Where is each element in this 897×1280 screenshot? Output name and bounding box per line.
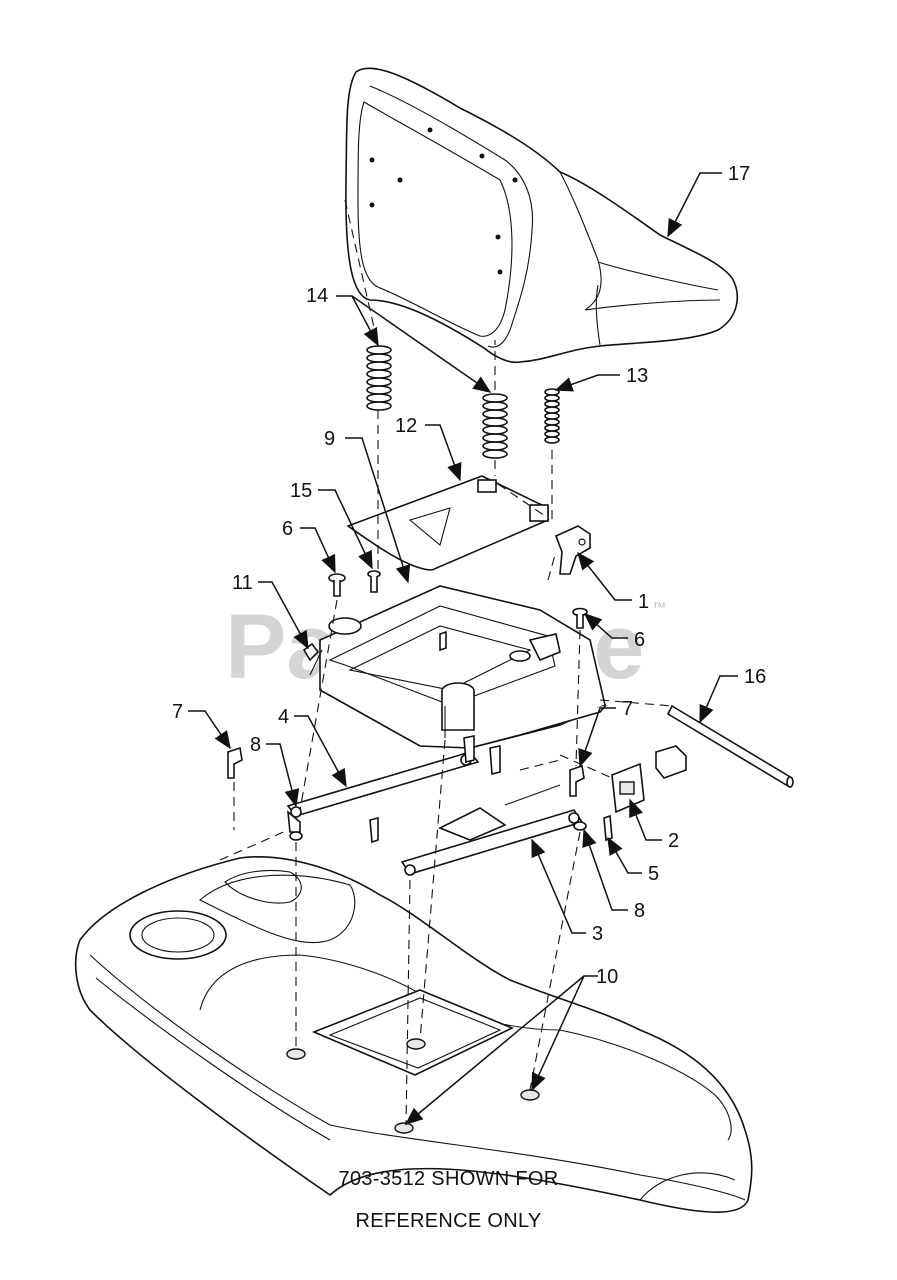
bolt-part-7-left bbox=[227, 746, 243, 779]
bolt-part-7-right bbox=[569, 764, 585, 797]
callout-5: 5 bbox=[648, 863, 659, 885]
slide-rail-part-3 bbox=[400, 784, 584, 876]
bolt-part-15 bbox=[367, 570, 381, 593]
bolt-part-6-right bbox=[572, 607, 588, 629]
reference-note-line-1: 703-3512 SHOWN FOR bbox=[338, 1168, 559, 1190]
callout-4: 4 bbox=[278, 706, 289, 728]
seat-part-17 bbox=[345, 67, 739, 364]
rod-part-16 bbox=[666, 704, 794, 788]
callout-labels: 17 14 13 12 9 15 6 11 1 6 16 7 4 7 8 2 5… bbox=[172, 163, 766, 988]
spring-right-part-14 bbox=[482, 393, 508, 459]
nut-part-8-left bbox=[289, 831, 303, 841]
seat-pan-base bbox=[309, 585, 607, 749]
callout-3: 3 bbox=[592, 923, 603, 945]
pin-part-5 bbox=[603, 814, 613, 842]
callout-10: 10 bbox=[596, 966, 618, 988]
callout-14: 14 bbox=[306, 285, 328, 307]
callout-leaders bbox=[188, 172, 738, 1125]
bolt-part-6-left bbox=[328, 573, 346, 597]
callout-2: 2 bbox=[668, 830, 679, 852]
spring-small-part-13 bbox=[544, 388, 560, 444]
callout-11: 11 bbox=[232, 572, 253, 594]
fender-body bbox=[74, 856, 753, 1213]
callout-16: 16 bbox=[744, 666, 766, 688]
callout-7-left: 7 bbox=[172, 701, 183, 723]
nut-part-8-right bbox=[573, 821, 587, 831]
callout-15: 15 bbox=[290, 480, 312, 502]
assembly-lines bbox=[219, 199, 673, 1126]
bracket-part-1 bbox=[554, 525, 591, 575]
callout-17: 17 bbox=[728, 163, 750, 185]
small-bolts bbox=[369, 630, 501, 844]
slide-rail-part-4 bbox=[286, 751, 480, 833]
callout-7-right: 7 bbox=[622, 698, 633, 720]
switch-part-2 bbox=[611, 745, 687, 814]
callout-6-left: 6 bbox=[282, 518, 293, 540]
callout-8-left: 8 bbox=[250, 734, 261, 756]
callout-6-right: 6 bbox=[634, 629, 645, 651]
callout-13: 13 bbox=[626, 365, 648, 387]
watermark-trademark: ™ bbox=[652, 599, 666, 615]
callout-12: 12 bbox=[395, 415, 417, 437]
spring-left-part-14 bbox=[366, 345, 392, 411]
callout-9: 9 bbox=[324, 428, 335, 450]
reference-note-line-2: REFERENCE ONLY bbox=[355, 1210, 542, 1232]
callout-1: 1 bbox=[638, 591, 649, 613]
callout-8-right: 8 bbox=[634, 900, 645, 922]
